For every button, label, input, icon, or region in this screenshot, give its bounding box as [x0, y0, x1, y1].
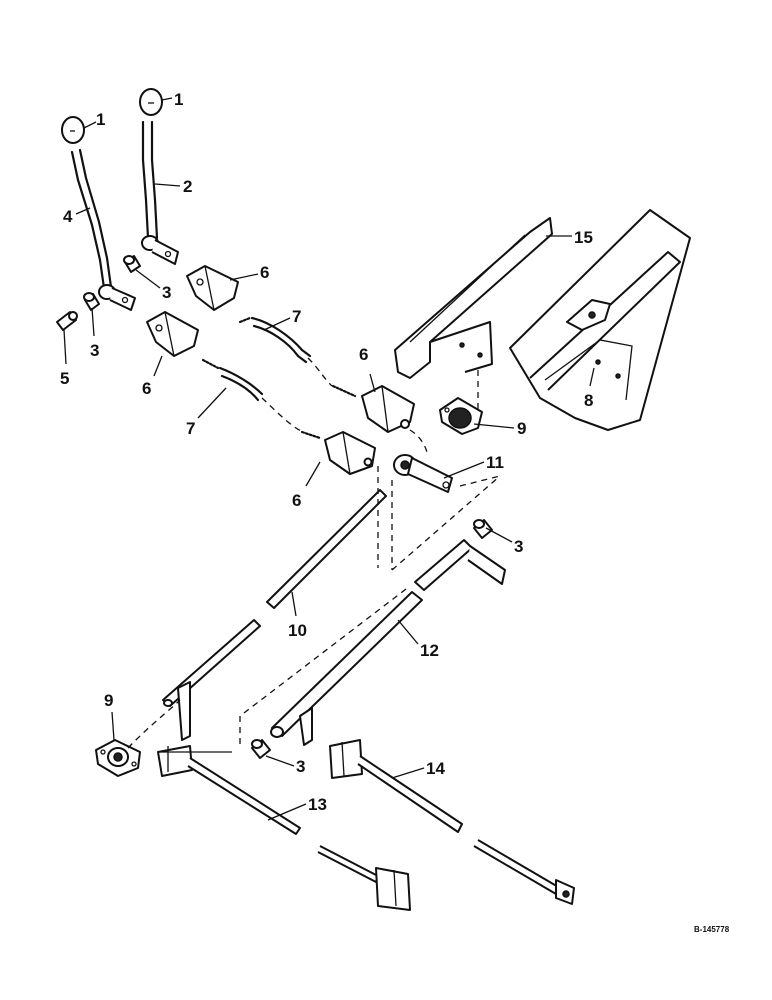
bushing-part-3-left [83, 292, 100, 311]
callout-label: 1 [96, 110, 105, 129]
callout-label: 6 [142, 379, 151, 398]
pin-part-5 [56, 311, 78, 331]
lever-part-2 [141, 120, 179, 265]
callout-label: 15 [574, 228, 593, 247]
callout-label: 4 [63, 207, 73, 226]
callout-label: 5 [60, 369, 69, 388]
clevis-part-6-upper [186, 265, 239, 311]
callout-label: 14 [426, 759, 445, 778]
callout-label: 9 [104, 691, 113, 710]
callout-label: 7 [292, 307, 301, 326]
callout-label: 6 [292, 491, 301, 510]
lever-part-4 [70, 148, 136, 311]
shaft-part-10 [162, 489, 387, 741]
callout-label: 3 [162, 283, 171, 302]
bearing-part-9-upper [439, 397, 483, 435]
shaft-part-12 [270, 539, 506, 746]
callout-label: 1 [174, 90, 183, 109]
callout-6b: 6 [142, 355, 163, 398]
callout-11: 11 [443, 453, 504, 479]
rod-part-7-upper [238, 316, 357, 398]
callout-3c: 3 [485, 527, 523, 556]
callout-label: 2 [183, 177, 192, 196]
callout-label: 3 [514, 537, 523, 556]
bellcrank-part-11 [393, 454, 453, 493]
callout-10: 10 [288, 591, 307, 640]
callout-14: 14 [391, 759, 445, 779]
callout-6c: 6 [359, 345, 376, 393]
callout-7b: 7 [186, 387, 227, 438]
callout-label: 11 [486, 453, 504, 472]
callout-12: 12 [397, 619, 439, 660]
clevis-part-6-lower [324, 431, 376, 475]
bushing-part-3-lower [251, 739, 271, 759]
callout-3d: 3 [265, 755, 305, 776]
callout-label: 10 [288, 621, 307, 640]
knob-part-1-right [139, 88, 163, 116]
callout-1a: 1 [83, 110, 105, 129]
link-part-14 [329, 739, 575, 905]
callout-8: 8 [584, 367, 595, 410]
bearing-part-9-lower [95, 739, 141, 777]
callout-5: 5 [60, 329, 69, 388]
callout-6d: 6 [292, 461, 321, 510]
callout-2: 2 [154, 177, 192, 196]
callout-label: 3 [90, 341, 99, 360]
callout-label: 7 [186, 419, 195, 438]
callout-label: 9 [517, 419, 526, 438]
callout-9a: 9 [473, 419, 526, 438]
callout-3b: 3 [90, 307, 99, 360]
callout-label: 12 [420, 641, 439, 660]
callout-label: 13 [308, 795, 327, 814]
callout-label: 3 [296, 757, 305, 776]
clevis-part-6-left [146, 311, 199, 357]
callout-label: 6 [260, 263, 269, 282]
rod-part-7-lower [201, 358, 322, 440]
bushing-part-3-upper [123, 255, 141, 273]
frame-part-8 [509, 209, 691, 431]
link-part-13 [157, 745, 411, 911]
assembly-lines [127, 370, 501, 753]
bushing-part-3-right [473, 519, 493, 539]
callout-label: 8 [584, 391, 593, 410]
callout-4: 4 [63, 207, 91, 226]
callout-7a: 7 [263, 307, 301, 331]
callout-1b: 1 [161, 90, 183, 109]
callout-9b: 9 [104, 691, 115, 741]
callout-13: 13 [267, 795, 327, 821]
knob-part-1-left [61, 116, 85, 144]
callout-6a: 6 [229, 263, 269, 282]
callout-label: 6 [359, 345, 368, 364]
bracket-part-15 [394, 217, 553, 379]
clevis-part-6-mid [361, 385, 415, 433]
callout-3a: 3 [135, 269, 171, 302]
drawing-code: B-145778 [694, 925, 730, 934]
callout-15: 15 [546, 228, 593, 247]
